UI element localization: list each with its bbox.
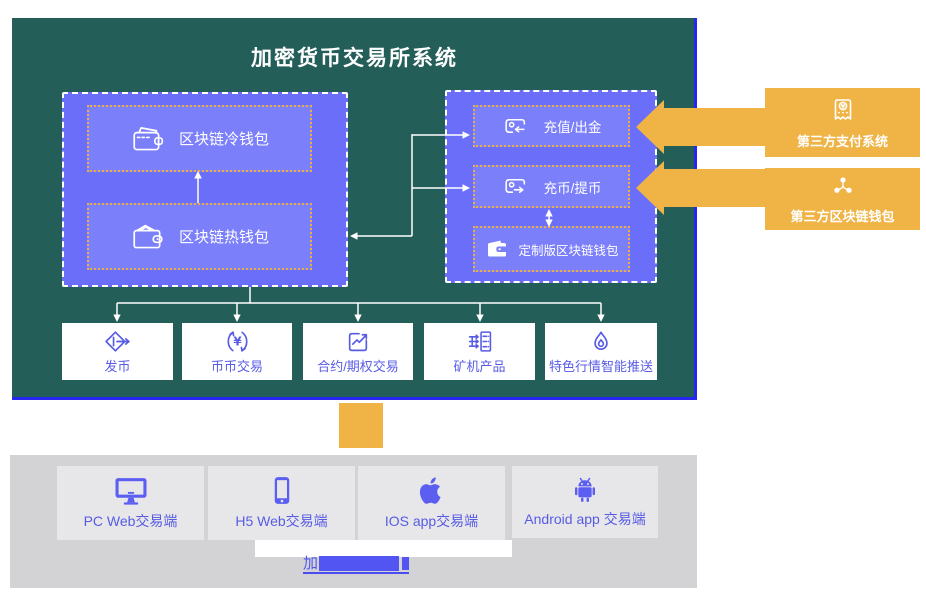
node-cold-wallet: 区块链冷钱包 bbox=[87, 105, 312, 172]
issue-coin-icon bbox=[105, 330, 130, 352]
selection-highlight-tail bbox=[402, 557, 410, 570]
blockchain-network-icon bbox=[833, 177, 852, 193]
cash-in-out-icon bbox=[504, 118, 525, 133]
node-label: 区块链热钱包 bbox=[178, 229, 269, 246]
product-coin-trade: ¥ 币币交易 bbox=[182, 323, 292, 380]
product-label: 发币 bbox=[104, 358, 131, 374]
coin-in-out-icon bbox=[504, 178, 525, 193]
node-label: 充值/出金 bbox=[543, 120, 602, 135]
client-ios-app: IOS app交易端 bbox=[358, 466, 505, 540]
flame-icon bbox=[594, 331, 608, 350]
product-mining-rig: 矿机产品 bbox=[424, 323, 535, 380]
payment-receipt-icon: ¥ bbox=[834, 98, 851, 120]
mining-rig-icon bbox=[468, 330, 491, 352]
android-icon bbox=[574, 477, 596, 502]
client-android-app: Android app 交易端 bbox=[512, 466, 658, 538]
coin-exchange-icon: ¥ bbox=[226, 330, 248, 352]
node-label: 充币/提币 bbox=[543, 180, 602, 196]
selection-highlight-block bbox=[319, 556, 400, 571]
cold-wallet-icon bbox=[133, 126, 164, 150]
node-hot-wallet: 区块链热钱包 bbox=[87, 203, 312, 270]
product-market-push: 特色行情智能推送 bbox=[545, 323, 657, 380]
node-deposit-coin: 充币/提币 bbox=[473, 165, 630, 208]
monitor-icon bbox=[115, 478, 146, 505]
client-pc-web: PC Web交易端 bbox=[57, 466, 204, 540]
product-label: 币币交易 bbox=[210, 358, 263, 374]
client-label: IOS app交易端 bbox=[384, 513, 479, 529]
down-connector-block bbox=[339, 403, 383, 448]
external-label: 第三方区块链钱包 bbox=[790, 209, 895, 224]
smartphone-icon bbox=[274, 477, 289, 504]
product-label: 矿机产品 bbox=[453, 358, 506, 374]
svg-text:¥: ¥ bbox=[840, 102, 845, 110]
hot-wallet-icon bbox=[133, 224, 163, 248]
svg-text:¥: ¥ bbox=[233, 334, 242, 348]
product-contract-options: 合约/期权交易 bbox=[303, 323, 413, 380]
external-label: 第三方支付系统 bbox=[796, 133, 888, 149]
white-strip bbox=[255, 540, 512, 557]
client-label: PC Web交易端 bbox=[83, 513, 178, 529]
client-label: H5 Web交易端 bbox=[235, 513, 328, 529]
external-blockchain-wallet: 第三方区块链钱包 bbox=[765, 168, 920, 230]
apple-icon bbox=[419, 477, 441, 504]
client-h5-web: H5 Web交易端 bbox=[208, 466, 355, 540]
node-deposit-cash: 充值/出金 bbox=[473, 105, 630, 147]
node-custom-wallet: 定制版区块链钱包 bbox=[473, 226, 630, 272]
contract-chart-icon bbox=[348, 332, 368, 351]
footer-link[interactable]: 加 bbox=[303, 555, 410, 574]
product-label: 特色行情智能推送 bbox=[548, 358, 653, 374]
external-payment-system: ¥ 第三方支付系统 bbox=[765, 88, 920, 157]
footer-link-text: 加 bbox=[303, 555, 319, 572]
custom-wallet-icon bbox=[488, 240, 507, 257]
client-label: Android app 交易端 bbox=[524, 510, 646, 527]
system-title: 加密货币交易所系统 bbox=[251, 47, 458, 70]
product-issue-coin: 发币 bbox=[62, 323, 173, 380]
node-label: 区块链冷钱包 bbox=[178, 131, 269, 148]
node-label: 定制版区块链钱包 bbox=[518, 243, 619, 258]
product-label: 合约/期权交易 bbox=[317, 358, 399, 374]
